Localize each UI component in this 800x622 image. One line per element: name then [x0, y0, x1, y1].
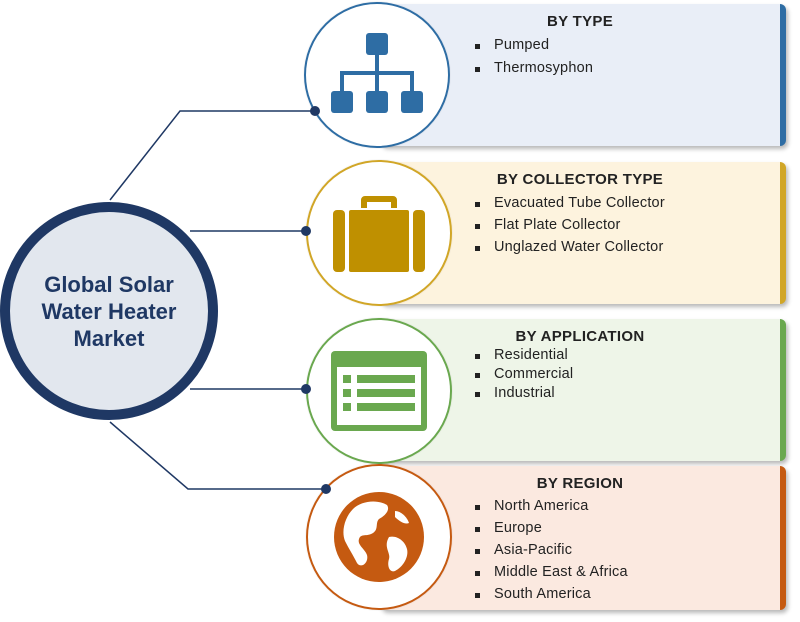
segment-list-region: North America Europe Asia-Pacific Middle…	[472, 498, 628, 602]
list-item: Europe	[472, 520, 628, 536]
list-item: South America	[472, 586, 628, 602]
connector-type	[109, 110, 315, 201]
list-item: Industrial	[472, 385, 573, 401]
connector-dot-application	[301, 384, 311, 394]
segment-title-application: BY APPLICATION	[515, 328, 645, 345]
list-item: Residential	[472, 347, 573, 363]
connector-dot-collector	[301, 226, 311, 236]
list-item: North America	[472, 498, 628, 514]
hierarchy-icon	[331, 33, 423, 113]
icon-circle-region	[306, 464, 452, 610]
connector-dot-type	[310, 106, 320, 116]
list-item: Evacuated Tube Collector	[472, 195, 665, 211]
list-item: Commercial	[472, 366, 573, 382]
icon-circle-type	[304, 2, 450, 148]
segment-title-region: BY REGION	[536, 475, 624, 492]
list-item: Asia-Pacific	[472, 542, 628, 558]
list-window-icon	[331, 351, 427, 431]
center-market-circle: Global Solar Water Heater Market	[0, 202, 218, 420]
center-title: Global Solar Water Heater Market	[41, 271, 177, 351]
segment-list-collector-type: Evacuated Tube Collector Flat Plate Coll…	[472, 195, 665, 255]
list-item: Flat Plate Collector	[472, 217, 665, 233]
list-item: Pumped	[472, 37, 593, 53]
segment-list-application: Residential Commercial Industrial	[472, 347, 573, 401]
globe-icon	[334, 492, 424, 582]
list-item: Thermosyphon	[472, 60, 593, 76]
segment-title-type: BY TYPE	[546, 13, 613, 30]
connector-region	[109, 421, 326, 490]
list-item: Middle East & Africa	[472, 564, 628, 580]
briefcase-icon	[333, 196, 425, 272]
icon-circle-collector-type	[306, 160, 452, 306]
icon-circle-application	[306, 318, 452, 464]
list-item: Unglazed Water Collector	[472, 239, 665, 255]
connector-dot-region	[321, 484, 331, 494]
segment-list-type: Pumped Thermosyphon	[472, 37, 593, 76]
segment-title-collector-type: BY COLLECTOR TYPE	[496, 171, 664, 188]
